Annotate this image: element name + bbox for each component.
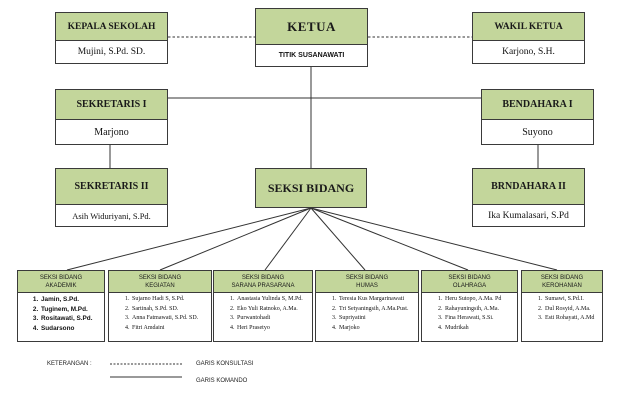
member-item: Anastasia Yulinda S, M.Pd. (236, 295, 312, 305)
member-item: Rahayuningsih, A.Ma. (444, 305, 517, 315)
member-item: Sudarsono (40, 324, 104, 334)
bendahara-2-title: BRNDAHARA II (473, 169, 584, 205)
member-item: Tuginem, M.Pd. (40, 305, 104, 315)
member-list: Jamin, S.Pd. Tuginem, M.Pd. Rositawati, … (18, 295, 104, 333)
member-list: Anastasia Yulinda S, M.Pd. Eko Yuli Ratn… (214, 295, 312, 333)
fan-line-2 (159, 207, 312, 271)
sekretaris-1-name: Marjono (94, 126, 129, 138)
member-item: Sujarno Hadi S, S.Pd. (131, 295, 211, 305)
fan-line-1 (66, 207, 312, 271)
member-item: Marjoko (338, 324, 418, 334)
division-kegiatan: SEKSI BIDANG KEGIATAN Sujarno Hadi S, S.… (108, 270, 212, 342)
sekretaris-2-title: SEKRETARIS II (56, 169, 167, 205)
member-item: Rositawati, S.Pd. (40, 314, 104, 324)
division-header: SEKSI BIDANG AKADEMIK (18, 271, 104, 293)
division-akademik: SEKSI BIDANG AKADEMIK Jamin, S.Pd. Tugin… (17, 270, 105, 342)
sekretaris-1-box: SEKRETARIS I Marjono (55, 89, 168, 145)
sekretaris-2-box: SEKRETARIS II Asih Widuriyani, S.Pd. (55, 168, 168, 227)
seksi-bidang-box: SEKSI BIDANG (255, 168, 367, 208)
member-item: Fitri Amdaini (131, 324, 211, 334)
member-list: Heru Sutopo, A.Ma. Pd Rahayuningsih, A.M… (422, 295, 517, 333)
member-list: Sujarno Hadi S, S.Pd. Sartinah, S.Pd. SD… (109, 295, 211, 333)
member-item: Esti Rohayati, A.Md (544, 314, 602, 324)
member-item: Fina Herawati, S.Si. (444, 314, 517, 324)
bendahara-2-box: BRNDAHARA II Ika Kumalasari, S.Pd (472, 168, 585, 227)
ketua-box: KETUA TITIK SUSANAWATI (255, 8, 368, 67)
member-list: Teresia Kus Margarinawati Tri Setyanings… (316, 295, 418, 333)
fan-line-5 (310, 207, 469, 271)
division-header: SEKSI BIDANG KEROHANIAN (522, 271, 602, 293)
member-item: Teresia Kus Margarinawati (338, 295, 418, 305)
legend-consult-label: GARIS KONSULTASI (196, 361, 254, 367)
division-header: SEKSI BIDANG HUMAS (316, 271, 418, 293)
ketua-title: KETUA (256, 9, 367, 45)
member-item: Tri Setyaningsih, A.Ma.Pust. (338, 305, 418, 315)
bendahara-2-name: Ika Kumalasari, S.Pd (488, 210, 569, 221)
division-header: SEKSI BIDANG SARANA PRASARANA (214, 271, 312, 293)
bendahara-1-box: BENDAHARA I Suyono (481, 89, 594, 145)
wakil-ketua-name: Karjono, S.H. (502, 47, 555, 57)
kepala-sekolah-name: Mujini, S.Pd. SD. (77, 47, 146, 57)
bendahara-1-name: Suyono (522, 126, 553, 138)
sekretaris-1-title: SEKRETARIS I (56, 90, 167, 120)
member-item: Heru Sutopo, A.Ma. Pd (444, 295, 517, 305)
member-item: Heri Prasetyo (236, 324, 312, 334)
member-item: Eko Yuli Ratnoko, A.Ma. (236, 305, 312, 315)
legend-heading: KETERANGAN : (47, 361, 92, 367)
division-olahraga: SEKSI BIDANG OLAHRAGA Heru Sutopo, A.Ma.… (421, 270, 518, 342)
member-item: Purwantohadi (236, 314, 312, 324)
wakil-ketua-box: WAKIL KETUA Karjono, S.H. (472, 12, 585, 64)
member-item: Sumawi, S.Pd.I. (544, 295, 602, 305)
division-humas: SEKSI BIDANG HUMAS Teresia Kus Margarina… (315, 270, 419, 342)
member-item: Sartinah, S.Pd. SD. (131, 305, 211, 315)
division-kerohanian: SEKSI BIDANG KEROHANIAN Sumawi, S.Pd.I. … (521, 270, 603, 342)
member-list: Sumawi, S.Pd.I. Dul Rosyid, A.Ma. Esti R… (522, 295, 602, 324)
sekretaris-2-name: Asih Widuriyani, S.Pd. (72, 210, 151, 221)
kepala-sekolah-box: KEPALA SEKOLAH Mujini, S.Pd. SD. (55, 12, 168, 64)
fan-line-4 (310, 207, 366, 271)
member-item: Dul Rosyid, A.Ma. (544, 305, 602, 315)
ketua-name: TITIK SUSANAWATI (278, 52, 345, 59)
fan-line-6 (310, 207, 558, 271)
member-item: Supriyatini (338, 314, 418, 324)
division-header: SEKSI BIDANG KEGIATAN (109, 271, 211, 293)
member-item: Jamin, S.Pd. (40, 295, 104, 305)
member-item: Anna Fatmawati, S.Pd. SD. (131, 314, 211, 324)
kepala-sekolah-title: KEPALA SEKOLAH (56, 13, 167, 41)
division-sarana-prasarana: SEKSI BIDANG SARANA PRASARANA Anastasia … (213, 270, 313, 342)
wakil-ketua-title: WAKIL KETUA (473, 13, 584, 41)
member-item: Mudrikah (444, 324, 517, 334)
division-header: SEKSI BIDANG OLAHRAGA (422, 271, 517, 293)
fan-line-3 (264, 207, 312, 271)
legend-command-label: GARIS KOMANDO (196, 378, 248, 384)
bendahara-1-title: BENDAHARA I (482, 90, 593, 120)
